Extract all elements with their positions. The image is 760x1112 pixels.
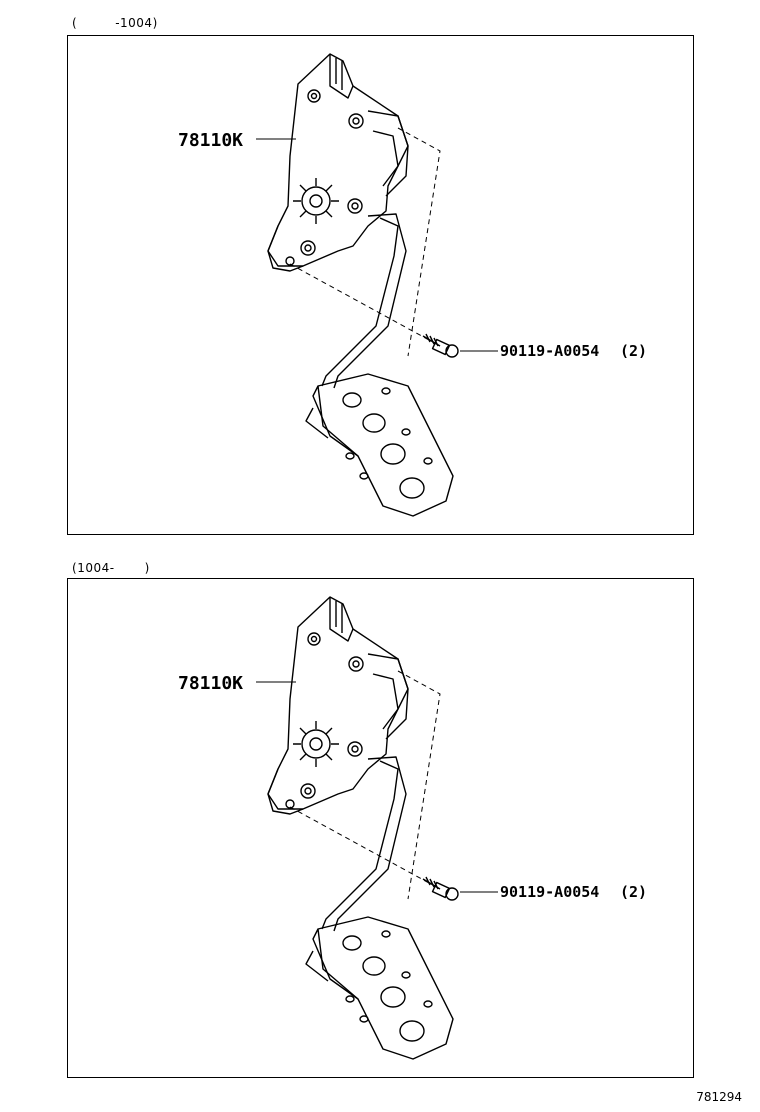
assembly-part-number: 78110K — [178, 130, 243, 151]
period-label-2: (1004-) — [72, 561, 150, 575]
sensor-housing — [267, 596, 409, 810]
pedal-arm — [333, 213, 407, 389]
period-from: 1004- — [77, 561, 115, 575]
gear-icon — [293, 178, 339, 224]
assembly-part-number: 78110K — [178, 673, 243, 694]
period-to: -1004 — [115, 16, 153, 30]
bolt-quantity: (2) — [620, 342, 647, 360]
bolt-part-number: 90119-A0054 — [500, 342, 599, 360]
bolt-quantity: (2) — [620, 883, 647, 901]
bolt-part-number: 90119-A0054 — [500, 883, 599, 901]
diagram-panel-2: 78110K 90119-A0054 (2) — [67, 578, 694, 1078]
sensor-housing — [267, 53, 409, 267]
gear-icon — [293, 721, 339, 767]
pedal-pad — [317, 916, 454, 1060]
pedal-illustration-1: 78110K 90119-A0054 (2) — [178, 53, 647, 517]
pedal-pad — [317, 373, 454, 517]
bolt-icon — [422, 876, 459, 901]
diagram-id: 781294 — [696, 1090, 742, 1104]
pedal-illustration-2: 78110K 90119-A0054 (2) — [178, 596, 647, 1060]
period-label-1: (-1004) — [72, 16, 158, 30]
diagram-panel-1: 78110K 90119-A0054 (2) — [67, 35, 694, 535]
bolt-icon — [422, 333, 459, 358]
pedal-arm — [333, 756, 407, 932]
